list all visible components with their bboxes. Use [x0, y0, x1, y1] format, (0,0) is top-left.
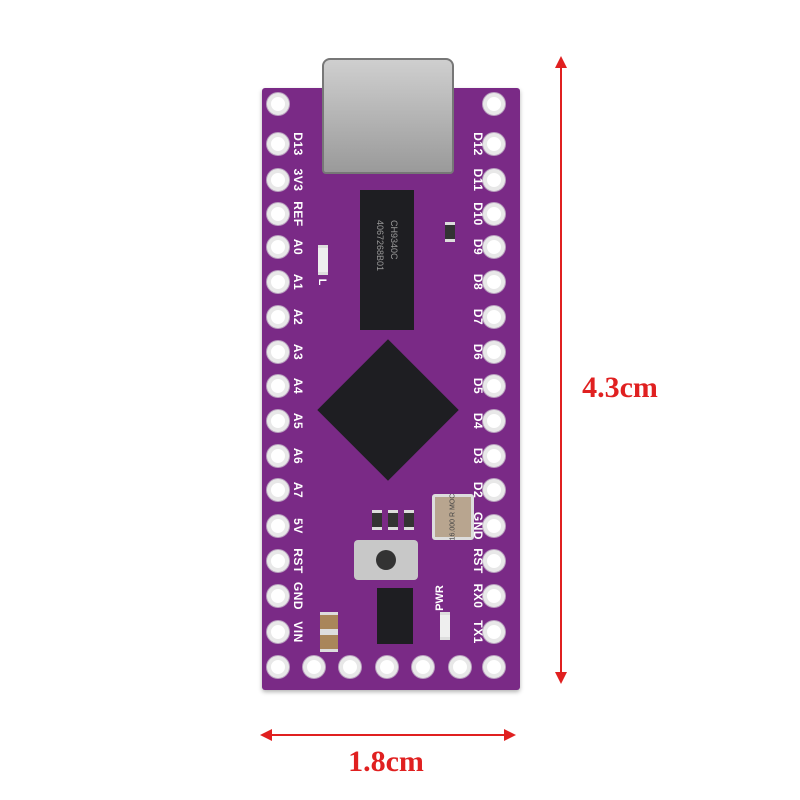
pwr-label: PWR [434, 585, 446, 611]
pin-label: GND [291, 581, 305, 611]
pin-label: RST [291, 548, 305, 574]
pin-label: A0 [291, 238, 305, 256]
pin-label: D10 [471, 202, 485, 226]
crystal-oscillator: 16.000 R MOC [432, 494, 474, 540]
pin-hole [267, 133, 289, 155]
pin-hole [483, 341, 505, 363]
pin-hole [267, 479, 289, 501]
pin-label: 3V3 [291, 168, 305, 192]
height-label: 4.3cm [582, 371, 658, 404]
usb-serial-chip: CH9340C 4067268B01 [360, 190, 414, 330]
height-dimension-line [560, 60, 562, 680]
pin-hole [267, 341, 289, 363]
smd-capacitor [320, 612, 338, 632]
voltage-regulator [377, 588, 413, 644]
pin-hole [483, 169, 505, 191]
pin-hole [483, 479, 505, 501]
pin-hole [483, 585, 505, 607]
reset-button [354, 540, 418, 580]
pin-label: A5 [291, 412, 305, 430]
arrow-right-icon [504, 729, 516, 741]
pin-hole [412, 656, 434, 678]
pin-label: VIN [291, 621, 305, 643]
pin-label: REF [291, 201, 305, 227]
smd-resistor [388, 510, 398, 530]
pin-label: D6 [471, 343, 485, 361]
smd-resistor [404, 510, 414, 530]
pin-hole [483, 410, 505, 432]
pin-hole [483, 271, 505, 293]
pin-hole [483, 306, 505, 328]
pin-hole [449, 656, 471, 678]
pin-label: D13 [291, 132, 305, 156]
led-label: L [316, 278, 328, 286]
pin-hole [483, 203, 505, 225]
pin-hole [267, 169, 289, 191]
pin-label: A1 [291, 273, 305, 291]
chip-code: 4067268B01 [375, 220, 385, 272]
smd-capacitor [320, 632, 338, 652]
pin-hole [267, 93, 289, 115]
pin-hole [483, 550, 505, 572]
pin-hole [267, 306, 289, 328]
pin-hole [483, 445, 505, 467]
usb-c-connector [322, 58, 454, 174]
pin-label: D9 [471, 238, 485, 256]
pin-hole [483, 515, 505, 537]
pin-hole [483, 375, 505, 397]
pin-hole [483, 93, 505, 115]
pin-hole [267, 203, 289, 225]
pin-hole [267, 621, 289, 643]
pin-label: A3 [291, 343, 305, 361]
pin-label: D3 [471, 447, 485, 465]
pin-hole [267, 375, 289, 397]
pin-label: A7 [291, 481, 305, 499]
arrow-left-icon [260, 729, 272, 741]
pin-hole [267, 445, 289, 467]
pin-hole [267, 550, 289, 572]
pin-label: D4 [471, 412, 485, 430]
led-l [318, 245, 328, 275]
pin-hole [267, 271, 289, 293]
pin-label: RST [471, 548, 485, 574]
arrow-down-icon [555, 672, 567, 684]
chip-label: CH9340C [389, 220, 399, 260]
pin-label: 5V [291, 518, 305, 534]
width-dimension-line [264, 734, 512, 736]
pin-label: A6 [291, 447, 305, 465]
pin-hole [483, 133, 505, 155]
crystal-label: 16.000 R MOC [449, 493, 457, 541]
smd-resistor [372, 510, 382, 530]
pin-label: D11 [471, 168, 485, 192]
pin-label: RX0 [471, 583, 485, 609]
arrow-up-icon [555, 56, 567, 68]
pin-hole [483, 621, 505, 643]
led-pwr [440, 612, 450, 640]
pin-hole [303, 656, 325, 678]
pin-hole [267, 410, 289, 432]
pin-hole [267, 585, 289, 607]
pin-hole [483, 236, 505, 258]
smd-diode [445, 222, 455, 242]
pin-label: D5 [471, 377, 485, 395]
pin-label: D12 [471, 132, 485, 156]
pin-hole [267, 656, 289, 678]
pin-label: TX1 [471, 620, 485, 644]
pin-hole [483, 656, 505, 678]
pin-label: A4 [291, 377, 305, 395]
width-label: 1.8cm [348, 745, 424, 778]
pin-label: D7 [471, 308, 485, 326]
pin-hole [339, 656, 361, 678]
pin-hole [376, 656, 398, 678]
pin-label: A2 [291, 308, 305, 326]
pin-label: D8 [471, 273, 485, 291]
pin-hole [267, 236, 289, 258]
pin-hole [267, 515, 289, 537]
